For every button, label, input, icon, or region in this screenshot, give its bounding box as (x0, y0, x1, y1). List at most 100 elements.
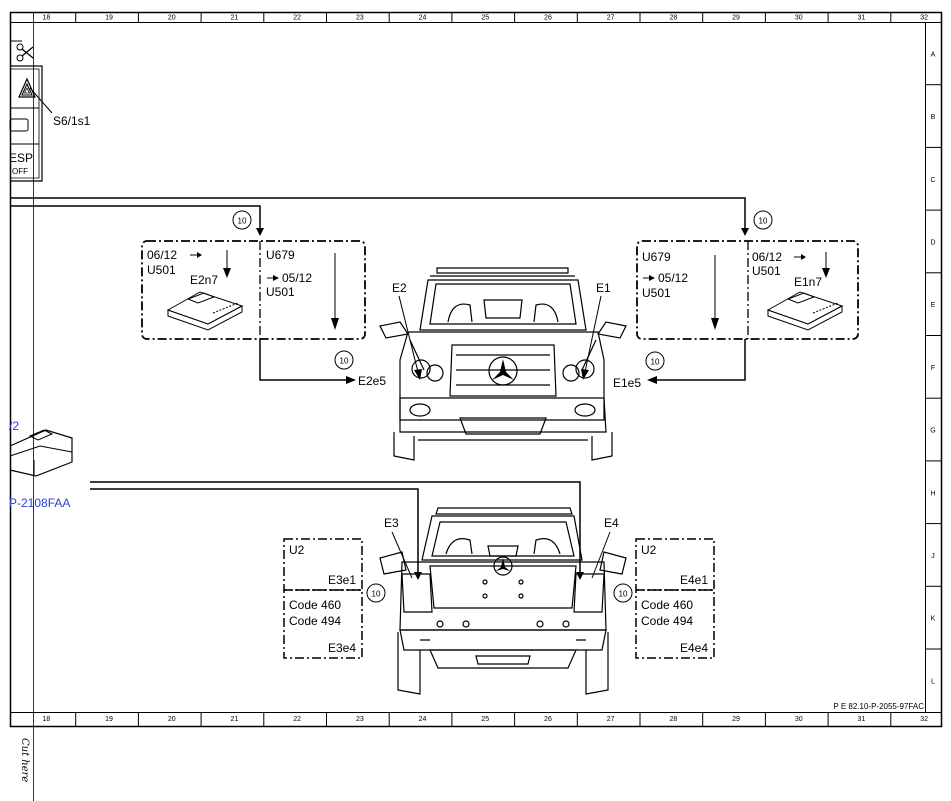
ref-circle-text: 10 (619, 590, 628, 599)
ruler-column-label: 24 (419, 15, 427, 22)
label-e1: E1 (596, 281, 611, 295)
ruler-row-label: A (931, 51, 936, 58)
ruler-row-label: G (930, 428, 935, 435)
vehicle-rear-view (379, 507, 627, 695)
cut-here-text: Cut here (19, 738, 30, 782)
esp-text: ESP (9, 151, 33, 165)
code-line-2: Code 494 (289, 614, 341, 628)
ruler-row-label: H (930, 490, 935, 497)
label-e2: E2 (392, 281, 407, 295)
code-line-1: Code 460 (289, 598, 341, 612)
label-e4: E4 (604, 516, 619, 530)
ref-circle-icon (613, 583, 633, 603)
leader-e1 (584, 295, 602, 373)
control-module-icon (166, 291, 244, 331)
rear-left-boxes: U2 E3e1 Code 460 Code 494 E3e4 10 (283, 538, 386, 659)
ruler-row-label: D (930, 239, 935, 246)
part-label-e4e1: E4e1 (680, 573, 708, 587)
ref-circle-text: 10 (340, 357, 349, 366)
ruler-column-label: 27 (607, 15, 615, 22)
lock-button-icon (9, 118, 29, 132)
box-line-2: 05/12 (658, 271, 688, 285)
box-line-2: 05/12 (282, 271, 312, 285)
ref-circle-text: 10 (759, 217, 768, 226)
ruler-column-label: 28 (669, 716, 677, 723)
left-partial-component: /2 P-2108FAA (9, 419, 73, 510)
side-ruler: A B C D E F G H J K L (925, 51, 941, 685)
box-line-2: U501 (147, 263, 176, 277)
ruler-column-label: 20 (168, 716, 176, 723)
rear-wiring (90, 481, 584, 580)
ruler-column-label: 32 (920, 716, 928, 723)
rear-right-boxes: U2 E4e1 Code 460 Code 494 E4e4 10 (613, 538, 715, 659)
ruler-column-label: 23 (356, 716, 364, 723)
box-line-1: U679 (266, 248, 295, 262)
ruler-row-label: J (931, 553, 935, 560)
box-title: U2 (289, 543, 305, 557)
s6-label: S6/1s1 (53, 114, 91, 128)
scissors-icon (10, 40, 34, 62)
label-e3: E3 (384, 516, 399, 530)
ruler-column-label: 27 (607, 716, 615, 723)
box-line-3: U501 (642, 286, 671, 300)
switch-panel: ESP OFF S6/1s1 (9, 40, 91, 182)
ruler-column-label: 21 (231, 15, 239, 22)
doc-reference: P-2108FAA (9, 496, 70, 510)
ruler-column-label: 19 (105, 15, 113, 22)
box-line-2: U501 (752, 264, 781, 278)
hazard-warning-icon (18, 77, 36, 98)
ruler-column-label: 32 (920, 15, 928, 22)
ref-circle-icon (753, 210, 773, 230)
ruler-column-label: 22 (293, 15, 301, 22)
vehicle-front-view (379, 267, 627, 461)
target-label-e2e5: E2e5 (358, 374, 386, 388)
ruler-row-label: B (931, 114, 936, 121)
outer-frame (9, 11, 943, 728)
code-line-1: Code 460 (641, 598, 693, 612)
leader-e3 (391, 531, 413, 579)
ruler-column-label: 18 (42, 15, 50, 22)
s6-leader-line (29, 87, 53, 114)
ruler-column-label: 30 (795, 716, 803, 723)
ruler-column-label: 22 (293, 716, 301, 723)
ruler-column-label: 31 (858, 716, 866, 723)
control-module-icon (766, 291, 844, 331)
part-label-e2n7: E2n7 (190, 273, 218, 287)
ref-circle-icon (334, 350, 354, 370)
ruler-column-label: 29 (732, 15, 740, 22)
ruler-column-label: 18 (42, 716, 50, 723)
ruler-row-label: C (930, 177, 935, 184)
box-title: U2 (641, 543, 657, 557)
ref-circle-text: 10 (238, 217, 247, 226)
ruler-column-label: 20 (168, 15, 176, 22)
ruler-column-label: 21 (231, 716, 239, 723)
ruler-column-label: 30 (795, 15, 803, 22)
leader-e4 (591, 531, 611, 579)
ruler-column-label: 28 (669, 15, 677, 22)
ref-circle-text: 10 (372, 590, 381, 599)
ruler-column-label: 23 (356, 15, 364, 22)
ruler-row-label: F (931, 365, 935, 372)
box-line-1: 06/12 (147, 248, 177, 262)
ruler-column-label: 26 (544, 716, 552, 723)
ruler-column-label: 24 (419, 716, 427, 723)
ruler-column-label: 25 (481, 716, 489, 723)
ruler-row-label: E (931, 302, 936, 309)
ruler-column-label: 19 (105, 716, 113, 723)
front-right-module: U679 05/12 U501 06/12 U501 E1n7 10 E1e5 (613, 240, 859, 390)
partial-ref: /2 (9, 419, 19, 433)
ruler-column-label: 25 (481, 15, 489, 22)
part-label-e3e4: E3e4 (328, 641, 356, 655)
leader-e2 (398, 295, 419, 373)
part-label-e3e1: E3e1 (328, 573, 356, 587)
box-line-3: U501 (266, 285, 295, 299)
document-number: P E 82.10-P-2055-97FAC (833, 702, 924, 711)
ref-circle-icon (645, 351, 665, 371)
ref-circle-text: 10 (651, 358, 660, 367)
ruler-row-label: K (931, 616, 936, 623)
ruler-column-label: 31 (858, 15, 866, 22)
ruler-column-label: 26 (544, 15, 552, 22)
ruler-row-label: L (931, 678, 935, 685)
